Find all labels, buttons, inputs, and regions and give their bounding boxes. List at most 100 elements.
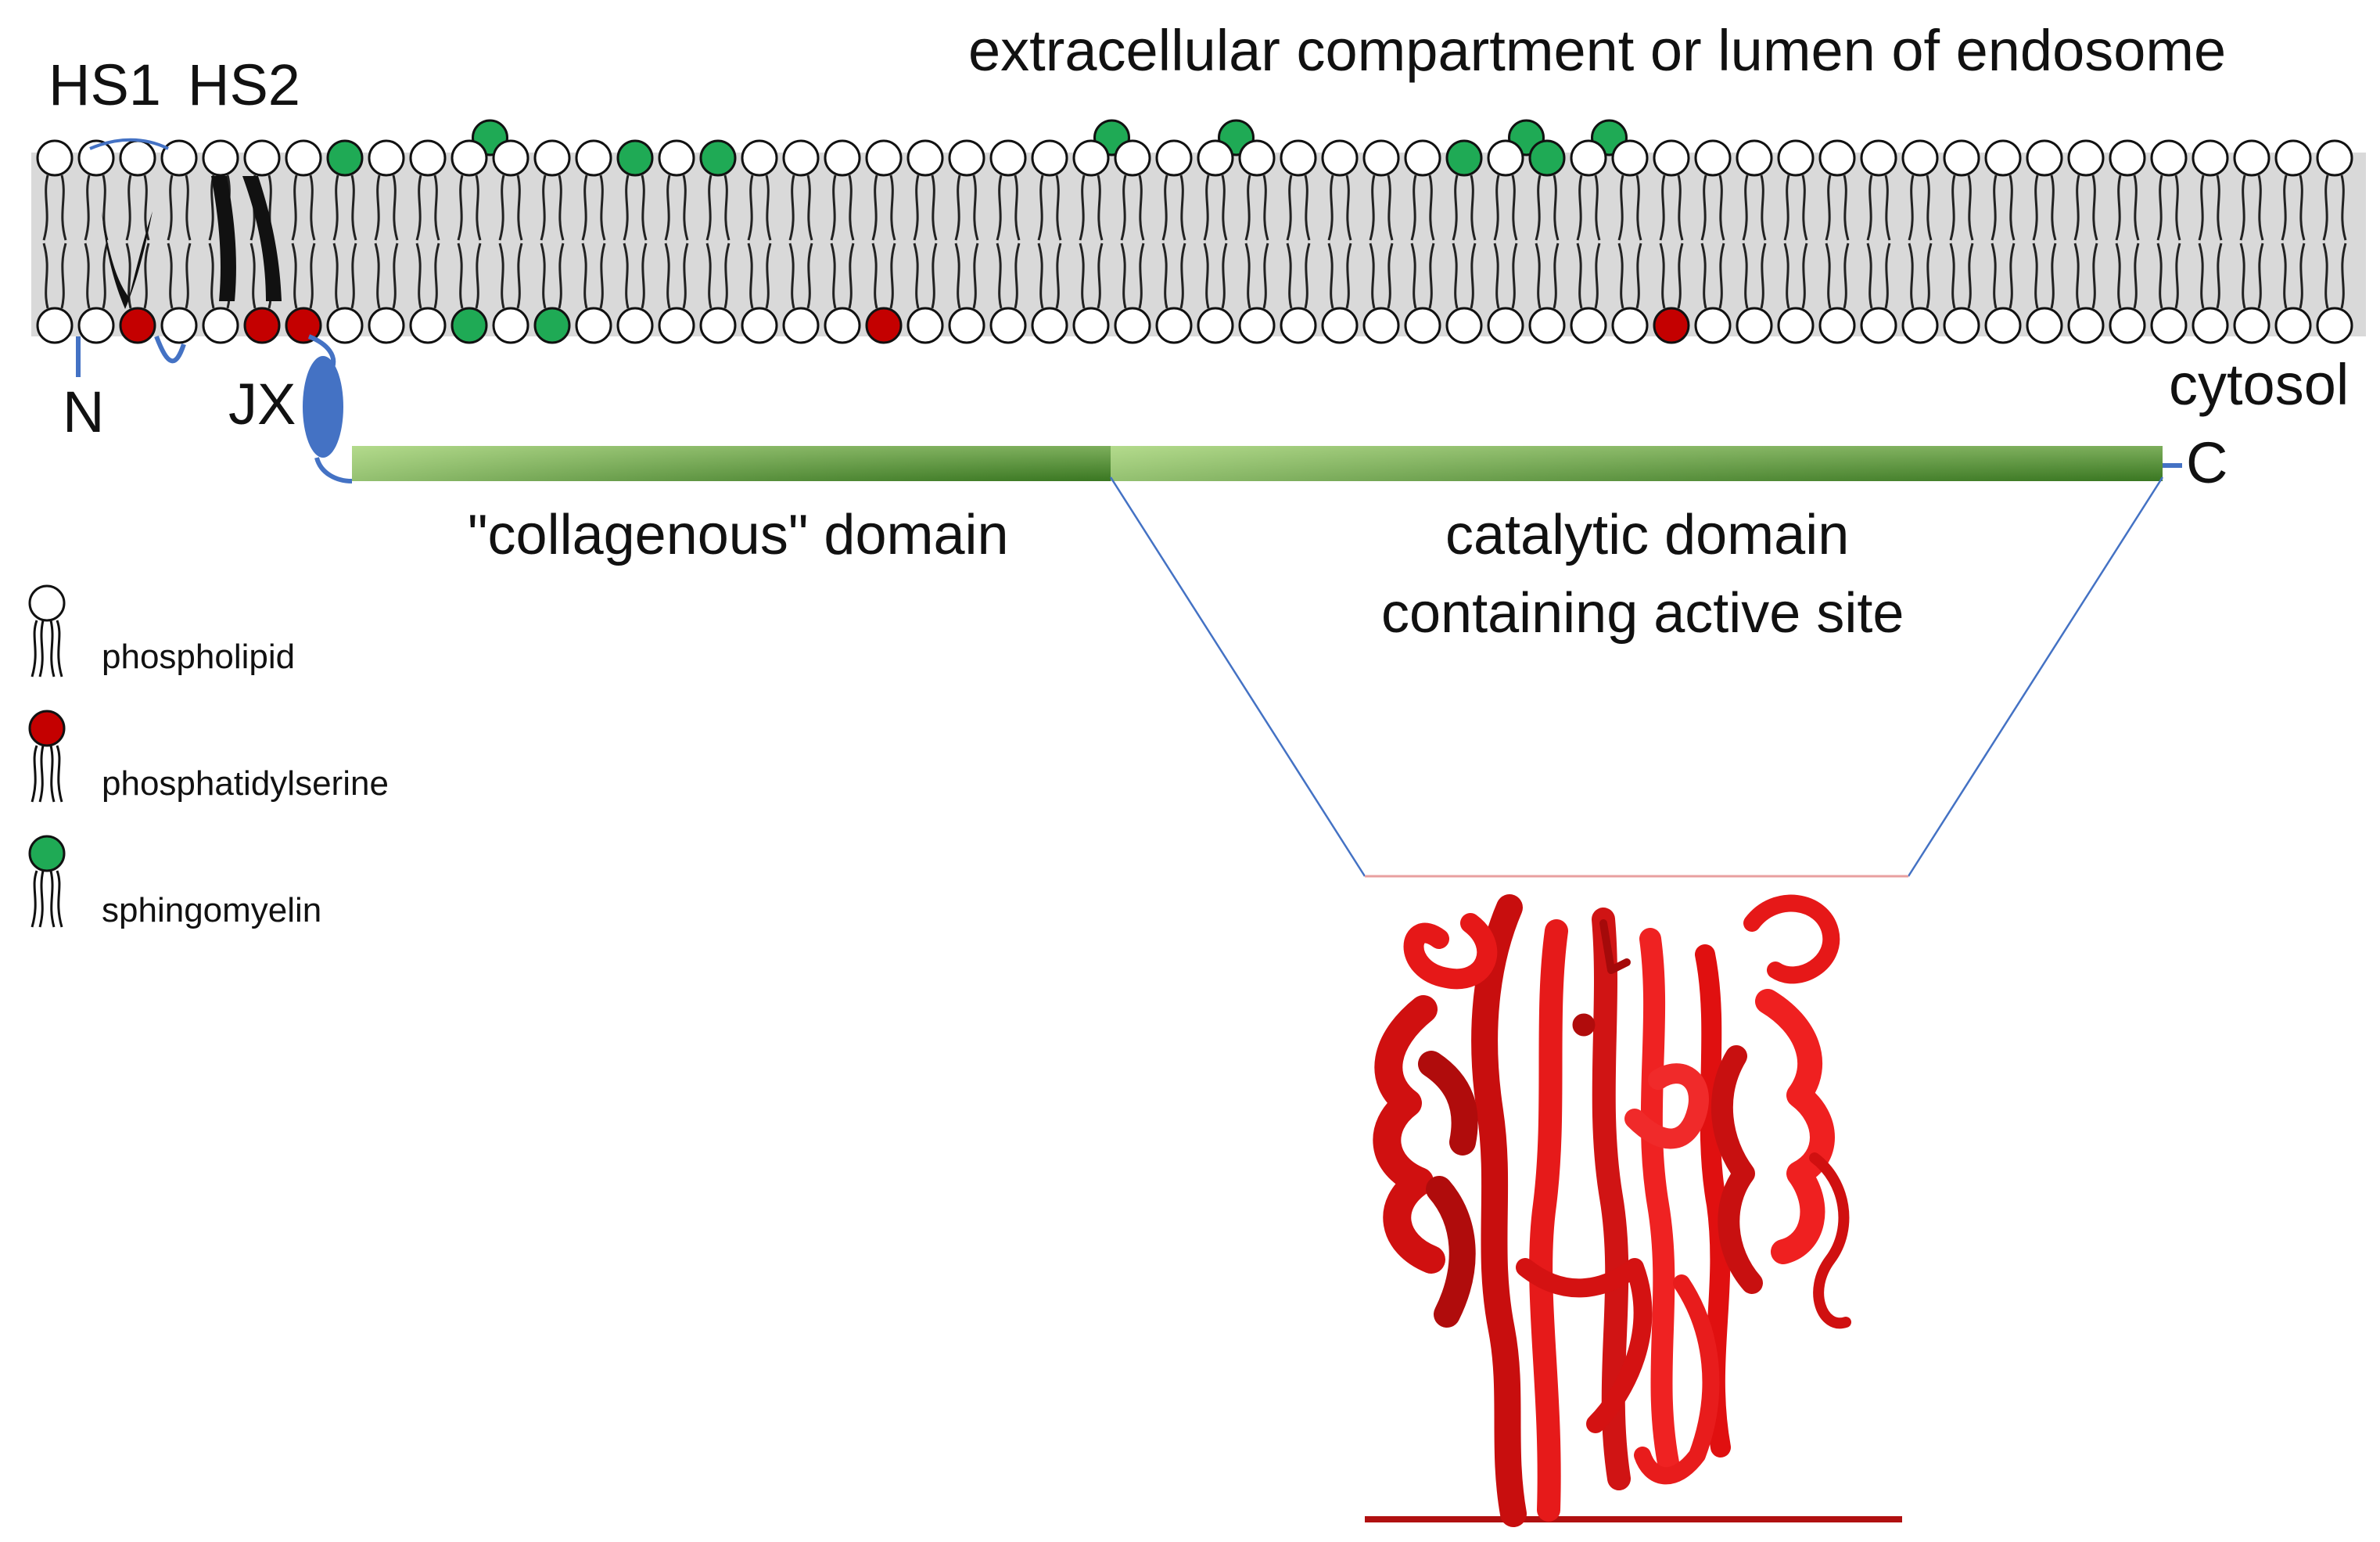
lipid-tail-upper xyxy=(2073,174,2098,241)
lipid-head-phospholipid xyxy=(1114,139,1151,177)
lipid-tail-upper xyxy=(1949,174,1974,241)
lipid-head-phospholipid xyxy=(2109,307,2146,344)
hs-loop-linker xyxy=(154,335,186,364)
lipid-tail-upper xyxy=(374,174,399,241)
lipid-tail-lower xyxy=(2281,243,2306,309)
lipid-tail-lower xyxy=(42,243,67,309)
lipid-head-phospholipid xyxy=(1321,139,1359,177)
lipid-tail-lower xyxy=(705,243,731,309)
lipid-tail-lower xyxy=(1908,243,1933,309)
lipid-head-phospholipid xyxy=(1818,307,1856,344)
lipid-head-phospholipid xyxy=(285,139,322,177)
lipid-head-phospholipid xyxy=(1901,307,1939,344)
lipid-head-phospholipid xyxy=(1404,307,1441,344)
legend-label-sphingomyelin: sphingomyelin xyxy=(102,891,322,929)
lipid-tail-upper xyxy=(2156,174,2181,241)
lipid-tail-upper xyxy=(42,174,67,241)
lipid-head-phospholipid xyxy=(1611,307,1649,344)
lipid-head-phospholipid xyxy=(1901,139,1939,177)
lipid-head-phospholipid xyxy=(1984,307,2022,344)
lipid-tail-upper xyxy=(623,174,648,241)
lipid-tail-lower xyxy=(1742,243,1767,309)
lipid-head-phospholipid xyxy=(492,307,529,344)
lipid-tail-upper xyxy=(2239,174,2264,241)
lipid-icon xyxy=(28,835,66,928)
lipid-head-phospholipid xyxy=(2233,139,2271,177)
lipid-tail-lower xyxy=(1369,243,1394,309)
lipid-head-phospholipid xyxy=(1362,307,1400,344)
lipid-head-phospholipid xyxy=(1155,307,1193,344)
lipid-tail-lower xyxy=(1535,243,1560,309)
lipid-head-phospholipid xyxy=(699,307,737,344)
lipid-tail-upper xyxy=(1452,174,1477,241)
lipid-tail-upper xyxy=(1286,174,1311,241)
lipid-head-phospholipid xyxy=(658,307,695,344)
lipid-head-phospholipid xyxy=(2233,307,2271,344)
lipid-tail-lower xyxy=(415,243,440,309)
lipid-head-phosphatidylserine xyxy=(243,307,281,344)
lipid-tail-upper xyxy=(1866,174,1891,241)
n-terminus-label: N xyxy=(63,379,105,444)
lipid-head-phospholipid xyxy=(533,139,571,177)
lipid-head-sphingomyelin xyxy=(533,307,571,344)
lipid-tail-upper xyxy=(1535,174,1560,241)
lipid-head-phospholipid xyxy=(1238,139,1276,177)
lipid-head-phospholipid xyxy=(1943,139,1980,177)
lipid-head-phospholipid xyxy=(160,307,198,344)
lipid-tail-lower xyxy=(1617,243,1642,309)
lipid-tail-lower xyxy=(664,243,689,309)
lipid-tail-upper xyxy=(1991,174,2016,241)
lipid-head-phospholipid xyxy=(948,139,985,177)
lipid-head-phospholipid xyxy=(2067,139,2105,177)
jx-label: JX xyxy=(228,372,296,437)
lipid-tail-lower xyxy=(2032,243,2057,309)
lipid-head-phospholipid xyxy=(575,139,612,177)
lipid-head-phospholipid xyxy=(2316,307,2353,344)
lipid-tail-lower xyxy=(2073,243,2098,309)
lipid-tail-upper xyxy=(788,174,813,241)
lipid-head-phospholipid xyxy=(1736,307,1773,344)
legend-head-sphingomyelin xyxy=(28,835,66,872)
catalytic-domain-shade xyxy=(1111,446,2163,481)
lipid-tail-lower xyxy=(1203,243,1228,309)
lipid-tail-lower xyxy=(1659,243,1684,309)
lipid-head-phospholipid xyxy=(1570,139,1607,177)
lipid-head-phospholipid xyxy=(1777,307,1815,344)
lipid-tail-upper xyxy=(581,174,606,241)
lipid-tail-lower xyxy=(457,243,482,309)
zoom-line-right xyxy=(1907,476,2164,877)
lipid-tail-upper xyxy=(1410,174,1435,241)
lipid-tail-lower xyxy=(830,243,855,309)
lipid-head-phospholipid xyxy=(1943,307,1980,344)
cytosol-label: cytosol xyxy=(2169,352,2349,417)
lipid-tail-upper xyxy=(705,174,731,241)
lipid-head-phospholipid xyxy=(409,307,447,344)
zoom-line-left xyxy=(1109,476,1366,877)
lipid-tail-lower xyxy=(84,243,109,309)
lipid-head-sphingomyelin xyxy=(1528,139,1566,177)
lipid-head-phosphatidylserine xyxy=(119,307,156,344)
lipid-tail-upper xyxy=(1576,174,1601,241)
lipid-heads xyxy=(36,119,2353,344)
lipid-tail-upper xyxy=(2032,174,2057,241)
lipid-tail-lower xyxy=(1452,243,1477,309)
lipid-icon xyxy=(28,710,66,803)
lipid-head-phospholipid xyxy=(368,139,405,177)
lipid-tail-lower xyxy=(540,243,565,309)
lipid-tail-upper xyxy=(1908,174,1933,241)
lipid-head-sphingomyelin xyxy=(616,139,654,177)
lipid-tail-lower xyxy=(747,243,772,309)
lipid-tail-lower xyxy=(1286,243,1311,309)
lipid-head-phospholipid xyxy=(865,139,903,177)
hs1-helix xyxy=(102,211,153,309)
lipid-tail-upper xyxy=(1079,174,1104,241)
lipid-tail-upper xyxy=(1659,174,1684,241)
lipid-tail-upper xyxy=(167,174,192,241)
legend-label-phospholipid: phospholipid xyxy=(102,638,296,676)
top-loop-linker xyxy=(89,138,169,150)
lipid-tail-lower xyxy=(498,243,523,309)
lipid-tail-lower xyxy=(2115,243,2140,309)
lipid-tail-lower xyxy=(1493,243,1518,309)
lipid-tail-lower xyxy=(1866,243,1891,309)
extracellular-label: extracellular compartment or lumen of en… xyxy=(968,18,2227,83)
